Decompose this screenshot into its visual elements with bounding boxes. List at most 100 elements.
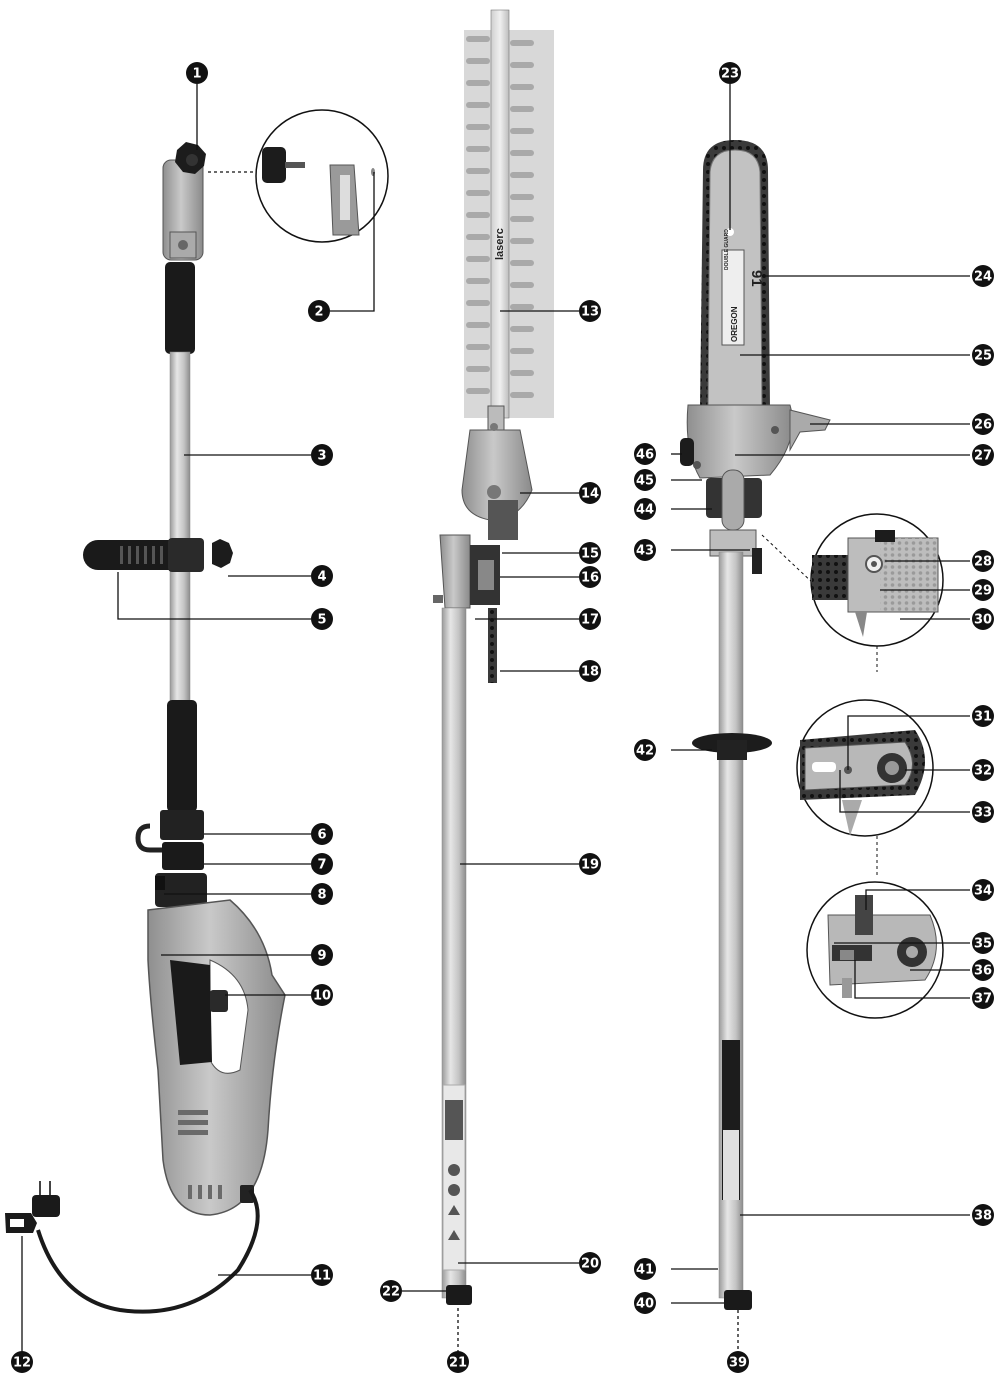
hedge-gearbox — [433, 406, 532, 608]
bar-brand-label: OREGON — [730, 306, 739, 342]
lower-foam-grip — [167, 700, 197, 812]
callout-13: 13 — [579, 300, 601, 322]
callout-4: 4 — [311, 565, 333, 587]
callout-44: 44 — [634, 498, 656, 520]
callout-number: 23 — [721, 67, 739, 82]
callout-27: 27 — [972, 444, 994, 466]
callout-14: 14 — [579, 482, 601, 504]
callout-number: 26 — [974, 418, 992, 433]
callout-number: 31 — [974, 710, 992, 725]
callout-number: 45 — [636, 474, 654, 489]
callout-number: 19 — [581, 858, 599, 873]
top-coupler — [163, 160, 203, 260]
callout-11: 11 — [311, 1264, 333, 1286]
bar-model-label: 91 — [748, 270, 765, 287]
callout-number: 42 — [636, 744, 654, 759]
callout-35: 35 — [972, 932, 994, 954]
callout-number: 10 — [313, 989, 331, 1004]
callout-number: 37 — [974, 992, 992, 1007]
callout-number: 24 — [974, 270, 992, 285]
knob-detail-inset — [208, 110, 388, 242]
callout-number: 7 — [317, 858, 326, 873]
callout-number: 16 — [581, 571, 599, 586]
callout-8: 8 — [311, 883, 333, 905]
callout-24: 24 — [972, 265, 994, 287]
callout-number: 17 — [581, 613, 599, 628]
motor-housing — [148, 900, 285, 1215]
callout-20: 20 — [579, 1252, 601, 1274]
upper-pole — [170, 352, 190, 702]
callout-number: 14 — [581, 487, 599, 502]
callout-number: 13 — [581, 305, 599, 320]
callout-number: 11 — [313, 1269, 331, 1284]
callout-number: 33 — [974, 806, 992, 821]
callout-39: 39 — [727, 1351, 749, 1373]
callout-26: 26 — [972, 413, 994, 435]
callout-number: 30 — [974, 613, 992, 628]
auxiliary-handle — [83, 538, 233, 572]
callout-42: 42 — [634, 739, 656, 761]
right-end-cap — [724, 1290, 752, 1310]
saw-head — [680, 405, 830, 574]
callout-32: 32 — [972, 759, 994, 781]
cable-plug — [5, 1181, 60, 1233]
callout-number: 38 — [974, 1209, 992, 1224]
callout-number: 5 — [317, 613, 326, 628]
callout-number: 40 — [636, 1297, 654, 1312]
callout-46: 46 — [634, 443, 656, 465]
callout-number: 2 — [314, 305, 323, 320]
callout-number: 12 — [13, 1356, 31, 1371]
callout-45: 45 — [634, 469, 656, 491]
callout-23: 23 — [719, 62, 741, 84]
upper-foam-grip — [165, 262, 195, 354]
callout-21: 21 — [447, 1351, 469, 1373]
right-tool: OREGON 91 DOUBLE GUARD — [680, 140, 830, 1310]
callout-number: 21 — [449, 1356, 467, 1371]
callout-25: 25 — [972, 344, 994, 366]
callout-6: 6 — [311, 823, 333, 845]
blade-brand-label: laserc — [494, 228, 506, 260]
callout-37: 37 — [972, 987, 994, 1009]
callout-number: 41 — [636, 1263, 654, 1278]
callout-number: 15 — [581, 547, 599, 562]
callout-10: 10 — [311, 984, 333, 1006]
pole-clamp — [138, 810, 207, 907]
callout-12: 12 — [11, 1351, 33, 1373]
callout-number: 27 — [974, 449, 992, 464]
callout-19: 19 — [579, 853, 601, 875]
callout-16: 16 — [579, 566, 601, 588]
bar-badge-label: DOUBLE GUARD — [724, 229, 730, 270]
callout-number: 6 — [317, 828, 326, 843]
callout-number: 35 — [974, 937, 992, 952]
callout-30: 30 — [972, 608, 994, 630]
callout-number: 18 — [581, 665, 599, 680]
callout-22: 22 — [380, 1280, 402, 1302]
callout-15: 15 — [579, 542, 601, 564]
callout-number: 25 — [974, 349, 992, 364]
callout-43: 43 — [634, 539, 656, 561]
left-tool — [5, 110, 388, 1312]
callout-number: 43 — [636, 544, 654, 559]
callout-34: 34 — [972, 879, 994, 901]
callout-7: 7 — [311, 853, 333, 875]
saw-bar-chain: OREGON 91 DOUBLE GUARD — [700, 140, 770, 410]
callout-number: 4 — [317, 570, 326, 585]
callout-36: 36 — [972, 959, 994, 981]
callout-number: 28 — [974, 555, 992, 570]
callout-number: 32 — [974, 764, 992, 779]
callout-33: 33 — [972, 801, 994, 823]
callout-18: 18 — [579, 660, 601, 682]
callout-31: 31 — [972, 705, 994, 727]
callout-number: 36 — [974, 964, 992, 979]
callout-5: 5 — [311, 608, 333, 630]
callout-number: 44 — [636, 503, 654, 518]
callout-41: 41 — [634, 1258, 656, 1280]
callout-number: 34 — [974, 884, 992, 899]
detail-circle-chain-drive — [797, 700, 933, 836]
callout-1: 1 — [186, 62, 208, 84]
callout-number: 8 — [317, 888, 326, 903]
callout-29: 29 — [972, 579, 994, 601]
callout-40: 40 — [634, 1292, 656, 1314]
callout-38: 38 — [972, 1204, 994, 1226]
